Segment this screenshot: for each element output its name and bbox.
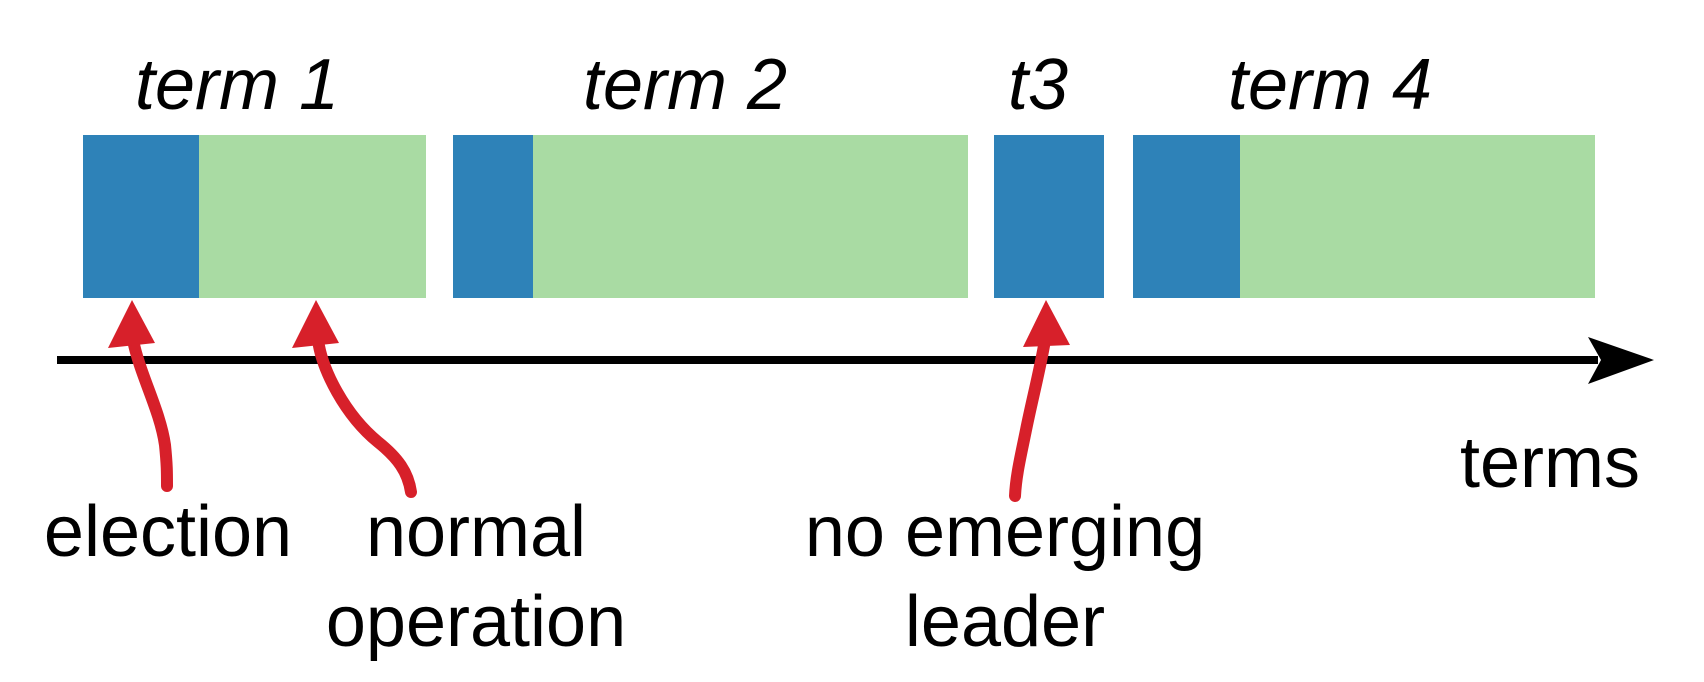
term-4-election-segment <box>1133 135 1240 298</box>
time-axis-arrowhead-icon <box>1588 337 1654 384</box>
time-axis-label-text: terms <box>1460 423 1640 503</box>
term-3-label: t3 <box>1007 45 1069 125</box>
no-emerging-leader-annotation-label: no emerging leader <box>805 487 1205 667</box>
term-2-label: term 2 <box>582 45 788 125</box>
time-axis-label: terms <box>1460 418 1640 508</box>
term-1-label: term 1 <box>134 45 340 125</box>
normal-operation-annotation-label: normal operation <box>326 487 626 667</box>
election-pointer-arrowhead-icon <box>108 300 155 348</box>
term-2-normal-operation-segment <box>533 135 968 298</box>
no-leader-pointer-arrow <box>1009 300 1070 502</box>
normal-operation-pointer-tail <box>312 334 417 498</box>
term-1-normal-operation-segment <box>199 135 426 298</box>
normal-operation-annotation-line2: operation <box>325 582 627 662</box>
term-3-election-segment <box>994 135 1104 298</box>
election-annotation-label: election <box>44 487 292 577</box>
normal-operation-pointer-arrow <box>292 300 417 498</box>
no-leader-pointer-tail <box>1009 334 1051 502</box>
no-emerging-leader-annotation-line2: leader <box>904 582 1106 662</box>
normal-operation-annotation-line1: normal <box>365 492 587 572</box>
term-2-election-segment <box>453 135 533 298</box>
election-pointer-tail <box>127 334 173 492</box>
time-axis-arrow <box>57 337 1654 384</box>
normal-operation-pointer-arrowhead-icon <box>292 300 339 348</box>
no-leader-pointer-arrowhead-icon <box>1023 300 1070 347</box>
term-1-election-segment <box>83 135 199 298</box>
term-4-label: term 4 <box>1227 45 1433 125</box>
election-pointer-arrow <box>108 300 173 492</box>
term-4-normal-operation-segment <box>1240 135 1595 298</box>
election-annotation-text: election <box>43 492 293 572</box>
no-emerging-leader-annotation-line1: no emerging <box>804 492 1206 572</box>
